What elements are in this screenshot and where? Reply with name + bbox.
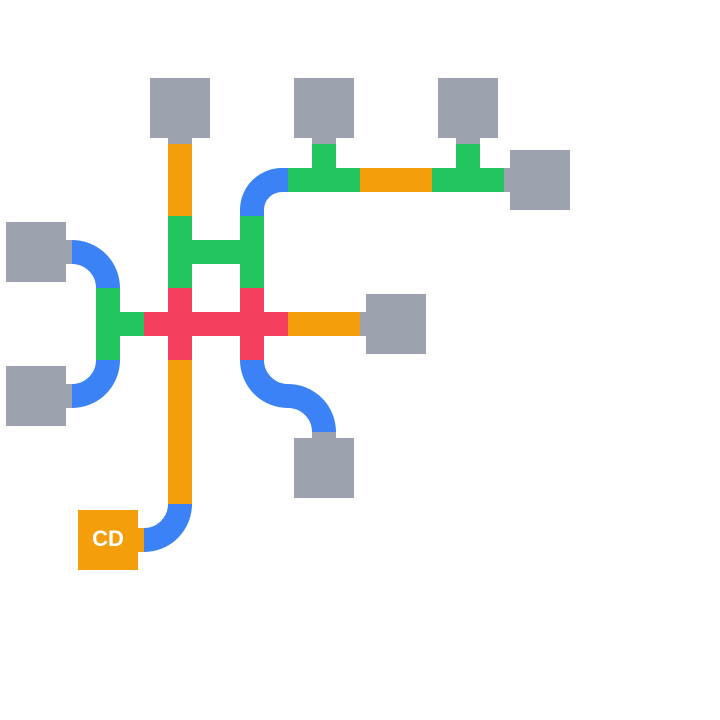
terminals — [6, 78, 570, 498]
terminal — [510, 150, 570, 210]
terminal — [294, 438, 354, 498]
terminal-connector — [312, 432, 336, 438]
terminal-connector — [312, 138, 336, 144]
terminal — [438, 78, 498, 138]
pipe-elbow-bottom-right[interactable] — [240, 359, 336, 438]
source-terminal-box[interactable] — [78, 510, 138, 570]
terminal-connector — [168, 138, 192, 144]
pipe-network — [71, 138, 510, 552]
pipe-elbow-top-right[interactable] — [240, 168, 288, 216]
source-terminal-label: CD — [92, 526, 124, 551]
terminal-connector — [456, 138, 480, 144]
pipe-elbow-source[interactable] — [138, 503, 192, 552]
terminal — [294, 78, 354, 138]
source-terminal[interactable]: CD — [78, 510, 144, 570]
terminal-connector — [66, 384, 72, 408]
terminal-connector — [504, 168, 510, 192]
terminal-connector — [360, 312, 366, 336]
terminal — [150, 78, 210, 138]
terminal — [6, 222, 66, 282]
terminal — [366, 294, 426, 354]
terminal-connector — [66, 240, 72, 264]
pipe-elbow-left-upper[interactable] — [71, 240, 120, 289]
terminal-connector — [138, 528, 144, 552]
pipe-elbow-left-lower[interactable] — [71, 359, 120, 408]
terminal — [6, 366, 66, 426]
